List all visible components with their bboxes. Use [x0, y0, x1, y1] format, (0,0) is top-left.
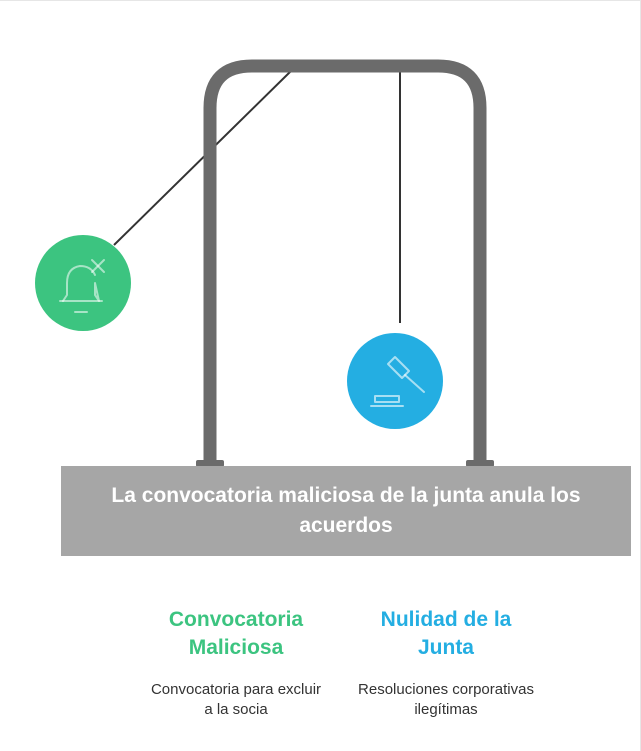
right-pendulum-ball — [347, 333, 443, 429]
left-column: Convocatoria Maliciosa Convocatoria para… — [150, 606, 322, 720]
left-pendulum-ball — [35, 235, 131, 331]
right-frame-foot — [466, 460, 494, 467]
left-description: Convocatoria para excluir a la socia — [150, 681, 322, 718]
bell-off-icon — [59, 259, 105, 313]
left-frame-foot — [196, 460, 224, 467]
base-title: La convocatoria maliciosa de la junta an… — [111, 484, 581, 537]
gavel-icon — [370, 356, 425, 407]
right-column: Nulidad de la Junta Resoluciones corpora… — [358, 606, 534, 720]
right-description: Resoluciones corporativas ilegítimas — [358, 681, 534, 718]
base-title-bar: La convocatoria maliciosa de la junta an… — [61, 466, 631, 556]
pendulum-frame — [203, 59, 487, 460]
left-title: Convocatoria Maliciosa — [168, 608, 304, 659]
right-title: Nulidad de la Junta — [380, 608, 512, 659]
left-pendulum-string — [113, 69, 293, 246]
